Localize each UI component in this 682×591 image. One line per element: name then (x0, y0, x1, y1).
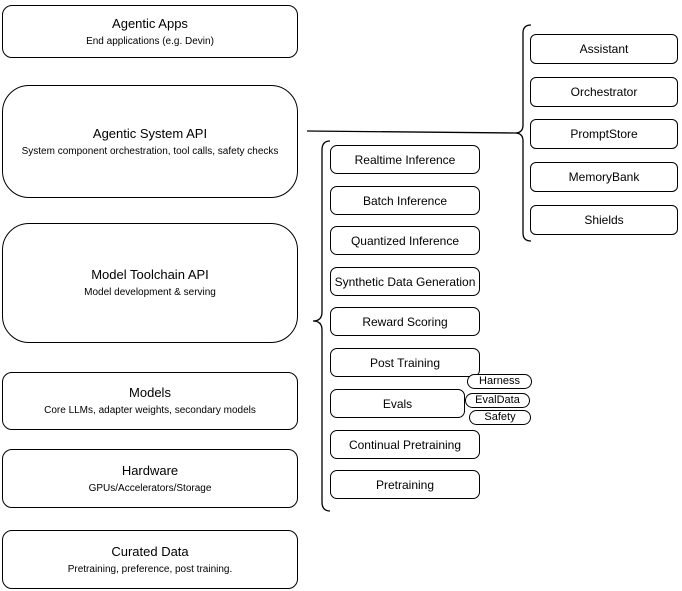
node-model-toolchain-api: Model Toolchain API Model development & … (2, 223, 298, 343)
node-hardware: Hardware GPUs/Accelerators/Storage (2, 449, 298, 508)
node-agentic-apps: Agentic Apps End applications (e.g. Devi… (2, 5, 298, 58)
node-models-subtitle: Core LLMs, adapter weights, secondary mo… (44, 405, 256, 416)
node-curated-data-title: Curated Data (111, 543, 189, 559)
node-model-toolchain-api-subtitle: Model development & serving (84, 287, 216, 298)
node-assistant: Assistant (530, 34, 678, 64)
node-reward-scoring: Reward Scoring (330, 307, 480, 336)
node-batch-inference: Batch Inference (330, 186, 480, 215)
node-agentic-apps-subtitle: End applications (e.g. Devin) (86, 35, 214, 47)
node-shields: Shields (530, 205, 678, 235)
node-continual-pretraining: Continual Pretraining (330, 430, 480, 459)
node-curated-data: Curated Data Pretraining, preference, po… (2, 530, 298, 589)
tag-safety: Safety (469, 410, 531, 425)
node-synthetic-data-generation: Synthetic Data Generation (330, 267, 480, 296)
node-curated-data-subtitle: Pretraining, preference, post training. (67, 563, 233, 575)
connector-line-system-api (306, 130, 516, 134)
node-pretraining: Pretraining (330, 470, 480, 499)
node-agentic-system-api-title: Agentic System API (92, 125, 208, 141)
system-brace (514, 24, 532, 242)
node-agentic-apps-title: Agentic Apps (112, 15, 188, 31)
toolchain-brace (312, 140, 331, 512)
node-evals: Evals (330, 389, 465, 418)
node-hardware-subtitle: GPUs/Accelerators/Storage (88, 482, 212, 494)
node-agentic-system-api-subtitle: System component orchestration, tool cal… (21, 145, 279, 157)
node-agentic-system-api: Agentic System API System component orch… (2, 85, 298, 198)
node-models-title: Models (129, 385, 171, 400)
node-promptstore: PromptStore (530, 119, 678, 149)
tag-evaldata: EvalData (465, 393, 530, 408)
node-models: Models Core LLMs, adapter weights, secon… (2, 372, 298, 430)
node-quantized-inference: Quantized Inference (330, 226, 480, 255)
node-hardware-title: Hardware (121, 462, 179, 478)
node-post-training: Post Training (330, 348, 480, 377)
node-memorybank: MemoryBank (530, 162, 678, 192)
node-orchestrator: Orchestrator (530, 77, 678, 107)
node-realtime-inference: Realtime Inference (330, 145, 480, 174)
node-model-toolchain-api-title: Model Toolchain API (91, 267, 209, 282)
tag-harness: Harness (467, 374, 532, 389)
